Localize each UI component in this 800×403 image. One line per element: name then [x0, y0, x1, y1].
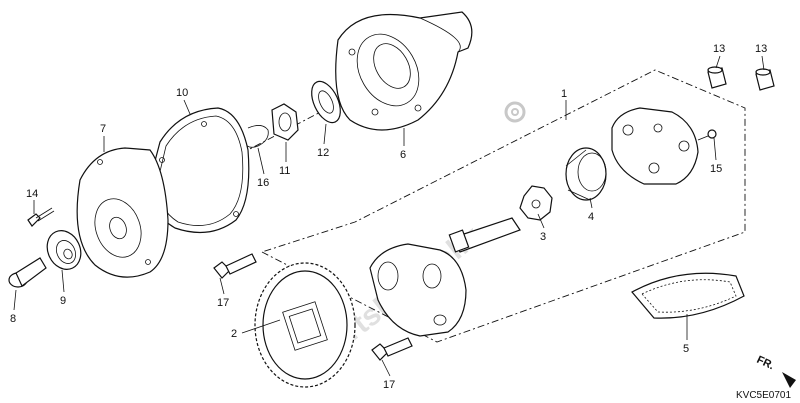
- callout-6: 6: [400, 149, 406, 161]
- callout-13a: 13: [713, 43, 725, 55]
- callout-14: 14: [26, 188, 38, 200]
- part-dowel-pin-b: [755, 68, 775, 91]
- part-flange-bolt-lower: [371, 337, 413, 361]
- part-pin-bolt: [8, 257, 47, 288]
- drawing-code: KVC5E0701: [736, 390, 791, 401]
- part-nut: [271, 103, 299, 141]
- part-seal-ring: [311, 80, 341, 124]
- part-pump-shaft: [448, 217, 521, 253]
- callout-13b: 13: [755, 43, 767, 55]
- callout-labels: 1 2 3 4 5 6 7 8 9 10 11 12 13 13 14 15 1…: [10, 43, 767, 391]
- callout-2: 2: [231, 328, 237, 340]
- part-pump-plate: [611, 107, 699, 185]
- part-outer-rotor: [565, 147, 607, 201]
- part-clip: [243, 125, 269, 148]
- callout-4: 4: [588, 211, 594, 223]
- part-screw: [27, 207, 55, 227]
- part-flange-bolt-upper: [213, 253, 257, 279]
- callout-16: 16: [257, 177, 269, 189]
- part-grommet: [46, 230, 82, 270]
- callout-8: 8: [10, 313, 16, 325]
- callout-15: 15: [710, 163, 722, 175]
- callout-9: 9: [60, 295, 66, 307]
- callout-7: 7: [100, 123, 106, 135]
- part-dowel-pin-a: [707, 66, 727, 89]
- part-pump-body: [369, 243, 467, 337]
- callout-1: 1: [561, 88, 567, 100]
- part-pump-housing: [335, 11, 473, 131]
- callout-12: 12: [317, 147, 329, 159]
- front-direction-marker: FR.: [755, 354, 796, 388]
- oil-pump-assembly-outline: [261, 69, 746, 343]
- part-inner-rotor: [519, 185, 553, 221]
- callout-17b: 17: [383, 379, 395, 391]
- part-cover-plate: [76, 147, 169, 278]
- callout-3: 3: [540, 231, 546, 243]
- svg-text:FR.: FR.: [755, 354, 776, 372]
- callout-17a: 17: [217, 297, 229, 309]
- callout-leader-lines: [13, 55, 765, 377]
- watermark-gear-icon: [504, 101, 526, 123]
- callout-11: 11: [279, 165, 290, 177]
- part-strainer-screen: [631, 272, 745, 319]
- part-gasket: [149, 107, 250, 234]
- callout-5: 5: [683, 343, 689, 355]
- part-small-screw: [697, 129, 717, 141]
- callout-10: 10: [176, 87, 188, 99]
- part-driven-gear: [254, 262, 356, 388]
